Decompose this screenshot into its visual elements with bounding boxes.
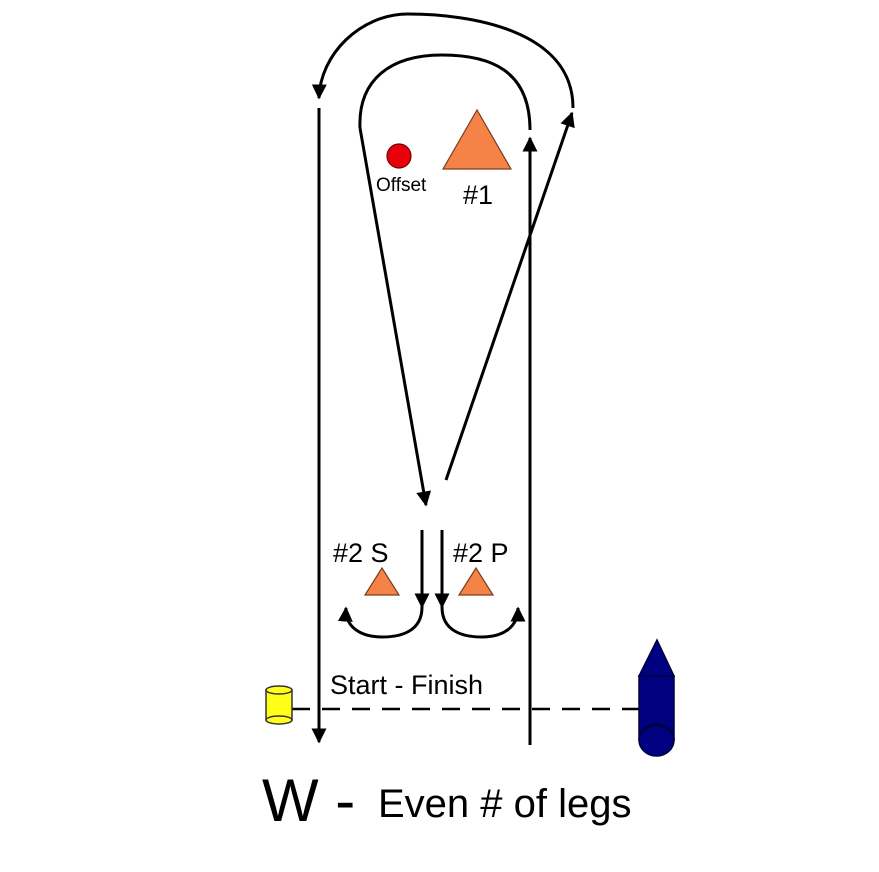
offset-mark-icon [386,143,412,169]
outer-rounding-arc [311,12,575,109]
pin-buoy-icon [265,685,293,725]
mark-2p-icon [457,566,495,596]
offset-label: Offset [376,175,427,196]
mark-2s-icon [363,566,401,596]
inner-rounding-arc [358,53,532,131]
mark-1-label: #1 [463,180,493,210]
mark-2p-label: #2 P [453,538,509,568]
mark-1-icon [441,108,513,170]
gate-rounding-port [440,606,526,639]
title-sub: Even # of legs [378,782,632,826]
upwind-leg-from-gate [444,111,575,481]
start-finish-label: Start - Finish [330,670,483,700]
title-main: W - [262,767,355,834]
gate-rounding-starboard [337,606,424,639]
mark-2s-label: #2 S [333,538,389,568]
downwind-leg-to-gate [358,127,432,507]
committee-boat-icon [637,638,676,757]
